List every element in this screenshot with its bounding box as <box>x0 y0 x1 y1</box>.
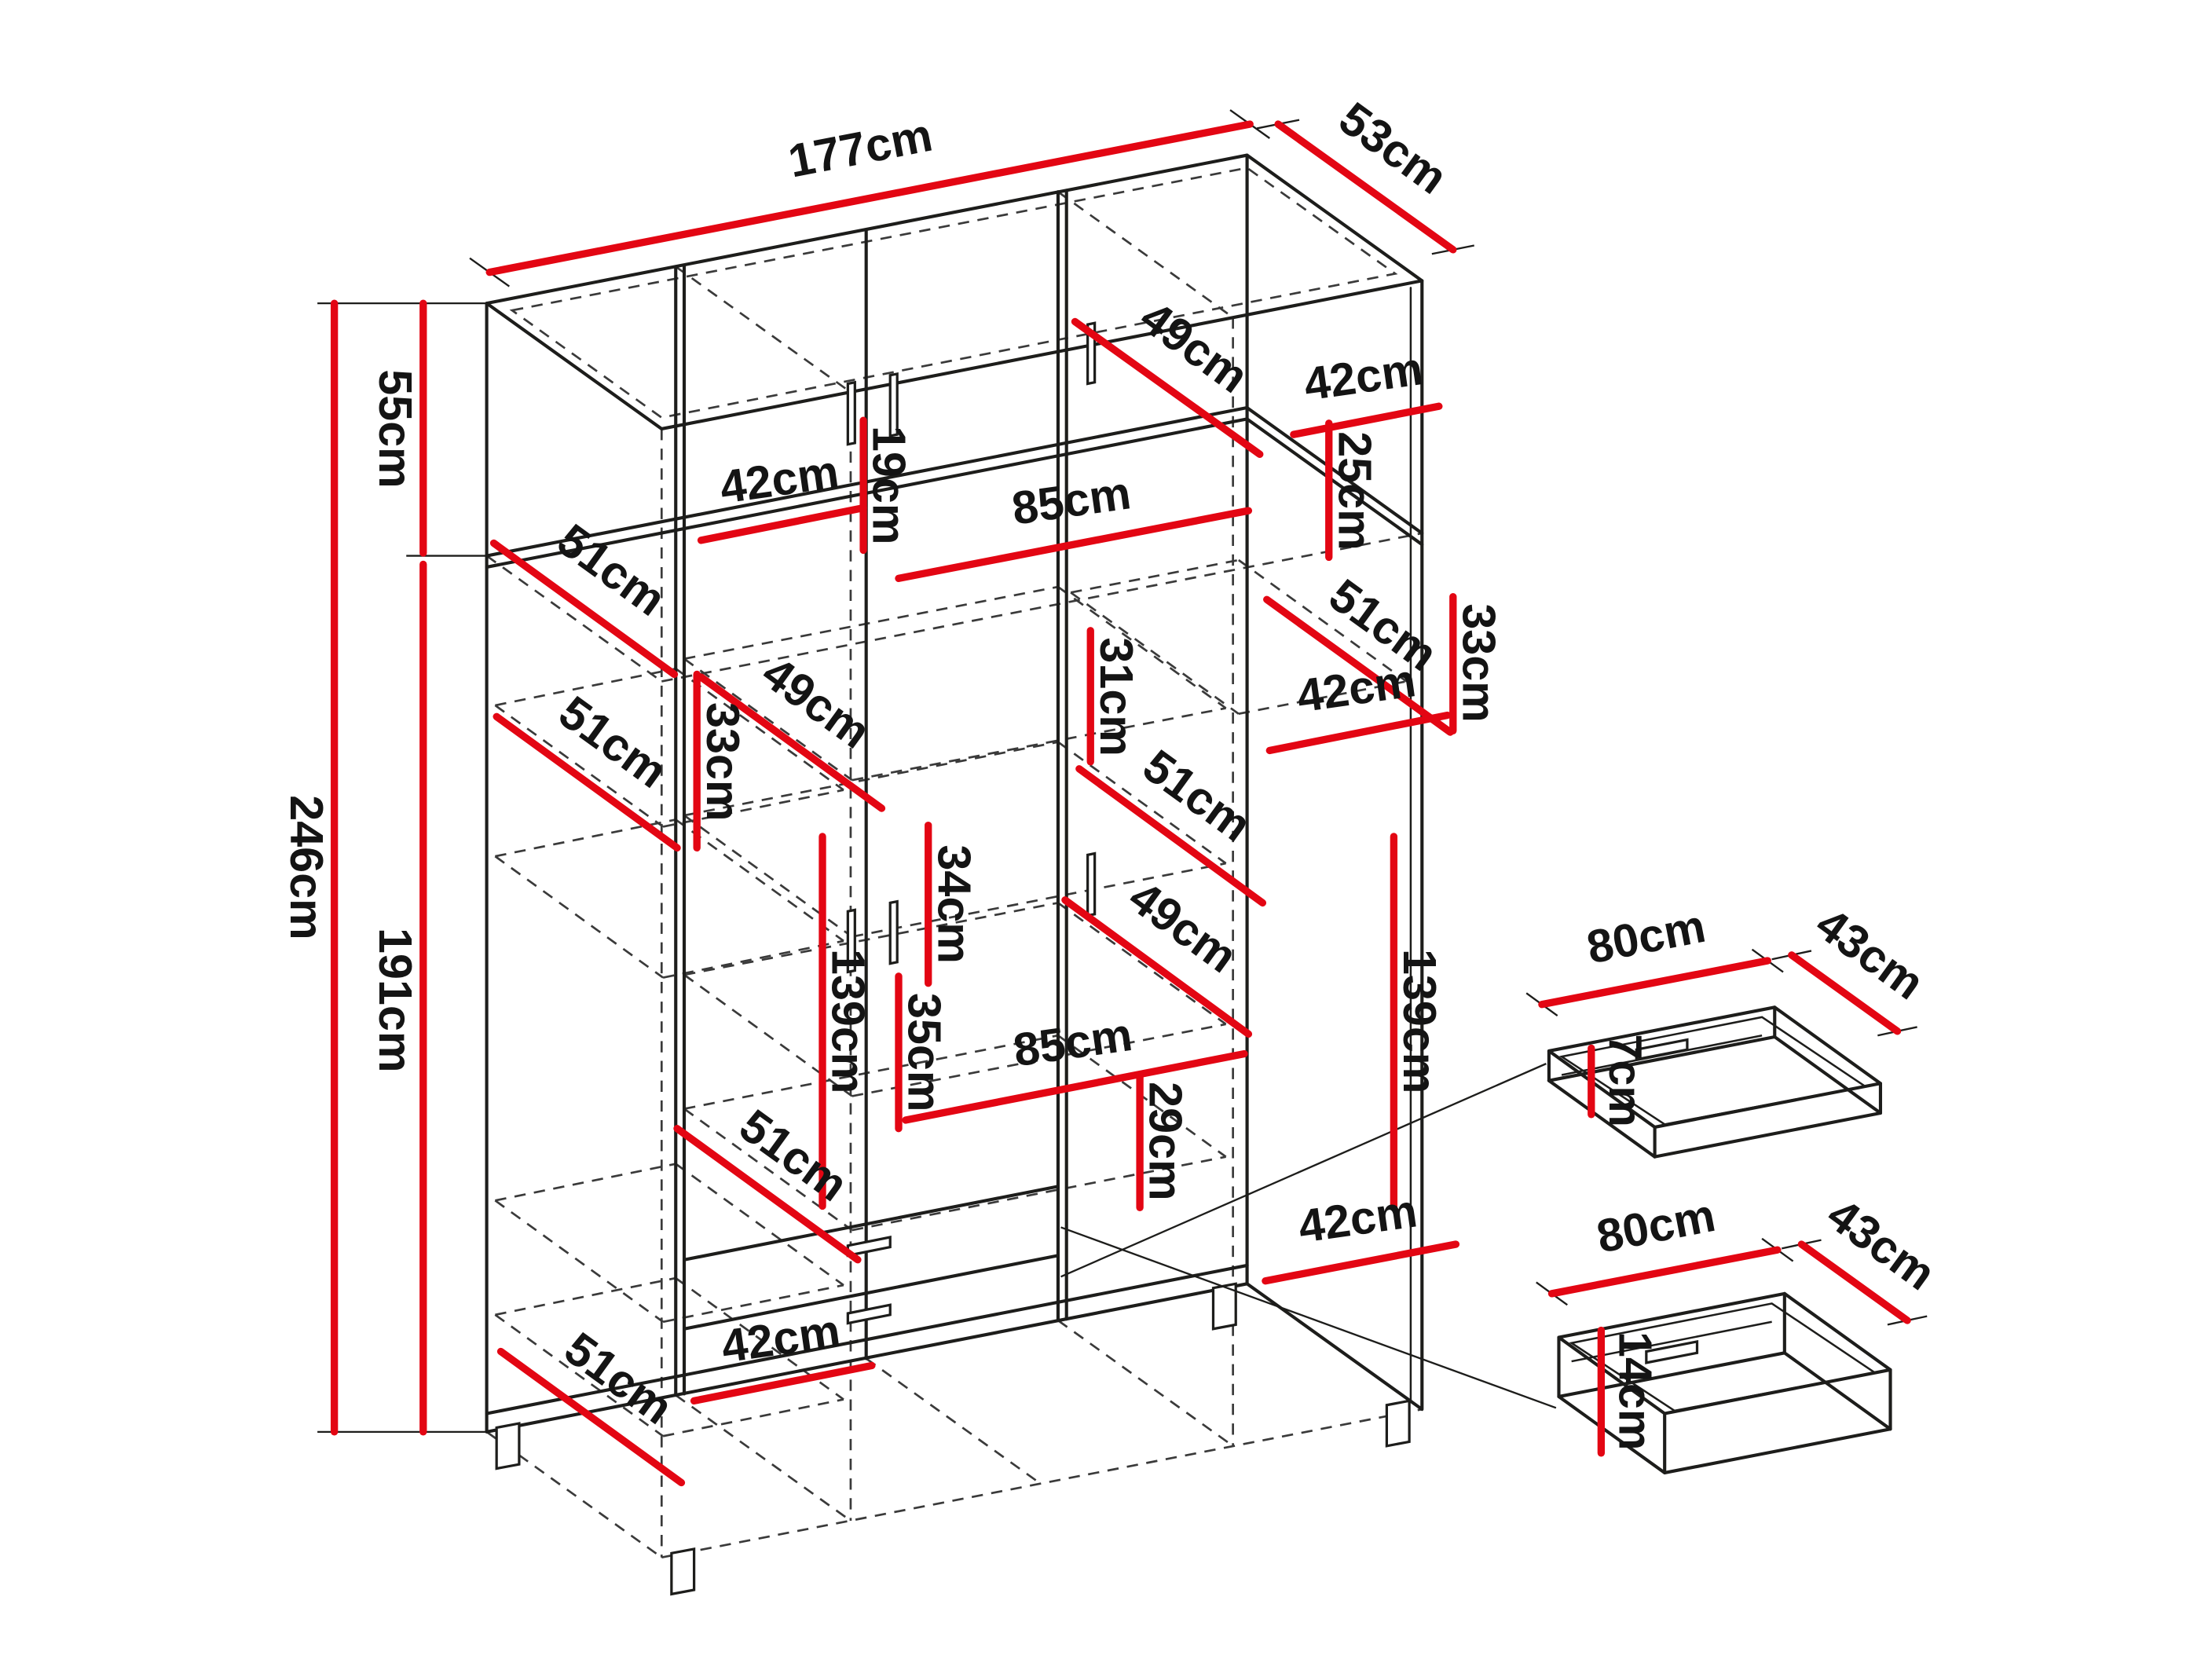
main-door-handle-icon <box>846 908 856 974</box>
dim-label-height-top-section: 55cm <box>369 369 422 489</box>
drawer-detail-shallow <box>1547 1005 1883 1159</box>
dim-label-main-height-35: 35cm <box>899 993 951 1112</box>
wardrobe-outline <box>485 153 1424 1434</box>
dimension-labels: 177cm 53cm 55cm 246cm 191cm 49cm 42cm 19… <box>280 92 1945 1451</box>
extension-ticks <box>317 109 1928 1434</box>
dim-label-height-total: 246cm <box>280 795 333 939</box>
dim-label-drawer2-height-14: 14cm <box>1610 1331 1662 1451</box>
dim-label-main-right-height-139: 139cm <box>1393 949 1446 1093</box>
dim-label-main-height-34: 34cm <box>928 844 980 964</box>
dim-label-main-left-height-33: 33cm <box>697 702 749 822</box>
main-door-handle-icon <box>888 899 899 965</box>
wardrobe-shelves <box>494 558 1408 1437</box>
dim-label-height-main-section: 191cm <box>369 928 422 1072</box>
dim-label-top-height-19: 19cm <box>863 426 916 545</box>
callout-lines <box>1060 1063 1557 1409</box>
dimension-lines <box>330 120 1911 1487</box>
dim-label-main-height-29: 29cm <box>1140 1082 1192 1201</box>
wardrobe-feet <box>495 1282 1411 1596</box>
dim-label-drawer1-height-7: 7cm <box>1599 1034 1652 1127</box>
main-right-door-handle-icon <box>1086 851 1097 917</box>
drawer-handle-icon <box>846 1303 892 1325</box>
dim-label-main-height-31: 31cm <box>1090 637 1143 756</box>
dim-label-main-left-height-139: 139cm <box>822 949 875 1093</box>
drawer-detail-deep <box>1557 1291 1892 1475</box>
drawer-handle-icon <box>1635 1038 1689 1061</box>
wardrobe-handles <box>846 321 1097 1325</box>
upper-door-handle-icon <box>888 372 899 438</box>
dim-label-top-height-25: 25cm <box>1328 431 1381 551</box>
upper-door-handle-icon <box>846 380 856 446</box>
drawer-handle-icon <box>1645 1339 1699 1364</box>
dim-label-top-right-height-33: 33cm <box>1452 603 1505 723</box>
